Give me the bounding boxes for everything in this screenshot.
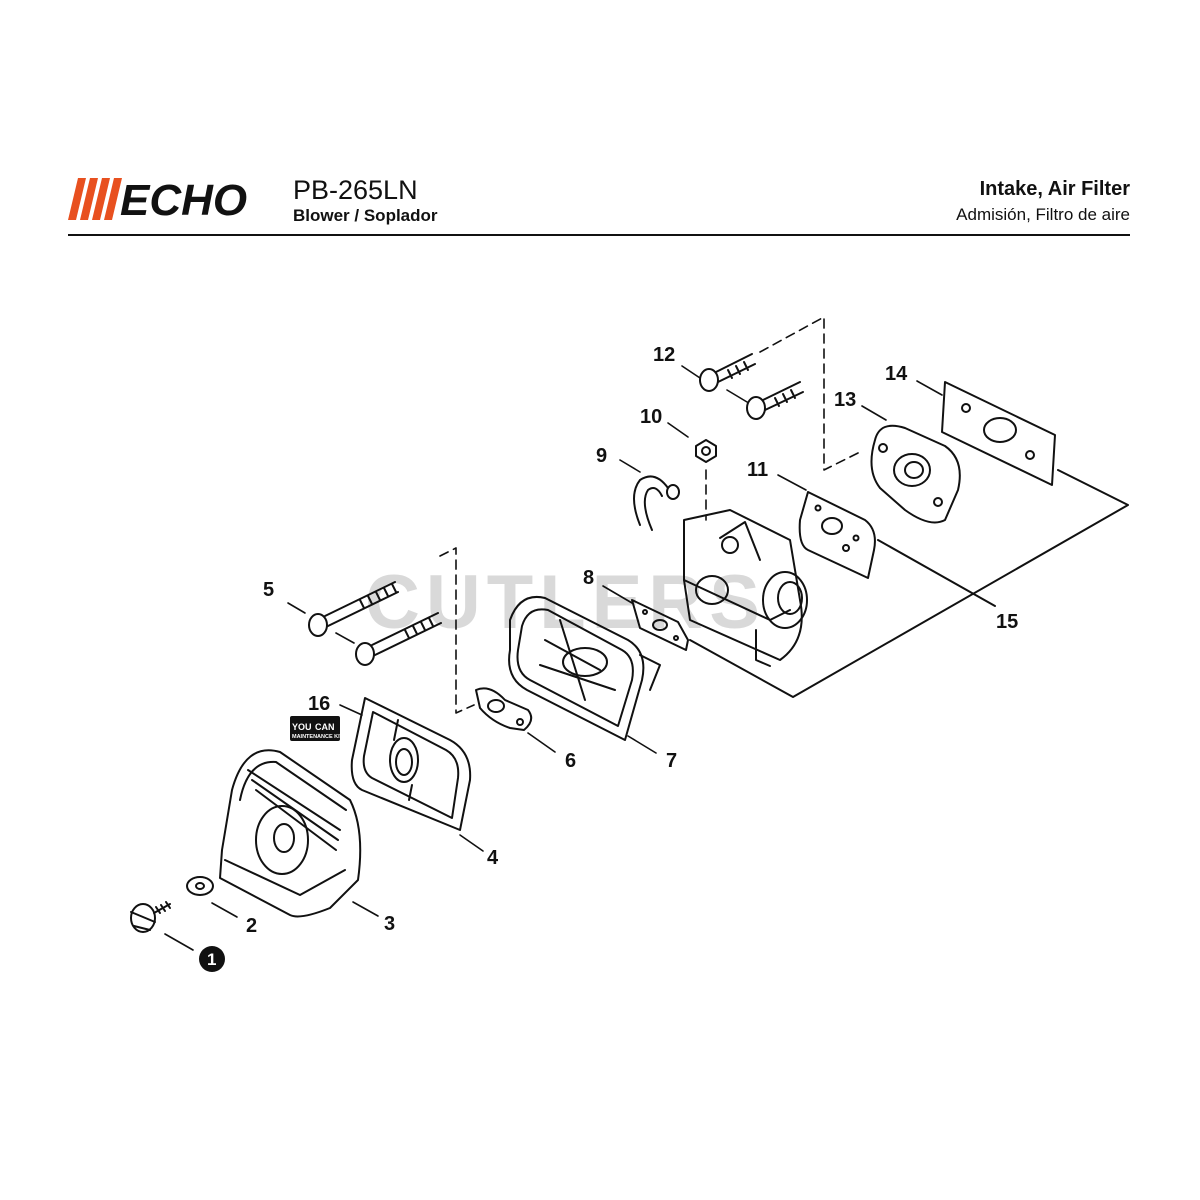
callout-1-circle — [199, 946, 225, 972]
part-12-screws — [699, 353, 804, 420]
callout-16: 16 — [308, 693, 330, 715]
callout-6: 6 — [565, 750, 576, 772]
header-rule — [68, 234, 1130, 236]
kit-badge-can: CAN — [315, 722, 335, 732]
model-number: PB-265LN — [293, 175, 418, 205]
part-8-gasket — [631, 599, 689, 651]
part-2-washer — [186, 876, 214, 896]
brand-wordmark: ECHO — [120, 178, 247, 220]
kit-badge-you: YOU — [292, 722, 312, 732]
brand-stripes — [68, 178, 122, 220]
callout-12: 12 — [653, 344, 675, 366]
page-header: ECHO PB-265LN Blower / Soplador Intake, … — [68, 172, 1130, 236]
callout-5: 5 — [263, 579, 274, 601]
part-9-hose — [633, 475, 680, 531]
part-11-gasket — [798, 491, 876, 579]
product-name: Blower / Soplador — [293, 206, 438, 225]
part-13-insulator — [870, 424, 961, 524]
dashed-alignment-lines — [439, 316, 861, 714]
callout-10: 10 — [640, 406, 662, 428]
kit-badge-label: MAINTENANCE KIT — [292, 734, 344, 740]
callout-4: 4 — [487, 847, 499, 869]
part-10-nut — [695, 439, 717, 463]
callout-11: 11 — [747, 459, 768, 481]
part-6-spacer — [475, 687, 533, 731]
callout-14: 14 — [885, 363, 908, 385]
assembly-outline — [689, 469, 1129, 698]
callout-15: 15 — [996, 611, 1018, 633]
callout-labels: 1 2 3 4 5 6 7 8 9 10 11 12 13 14 15 16 — [199, 344, 1018, 972]
maintenance-kit-badge: YOU CAN MAINTENANCE KIT — [290, 716, 344, 741]
echo-logo: ECHO — [68, 178, 247, 220]
section-title: Intake, Air Filter — [979, 178, 1130, 200]
callout-2: 2 — [246, 915, 257, 937]
callout-3: 3 — [384, 913, 395, 935]
part-5-bolts — [308, 581, 442, 666]
carburetor-body — [683, 509, 808, 667]
callout-1: 1 — [207, 950, 216, 969]
part-3-filter-cover — [219, 749, 362, 918]
part-7-filter-case — [508, 596, 661, 741]
part-14-gasket — [941, 381, 1056, 486]
section-subtitle: Admisión, Filtro de aire — [956, 205, 1130, 224]
callout-7: 7 — [666, 750, 677, 772]
part-1-knob-screw — [130, 901, 171, 933]
callout-13: 13 — [834, 389, 856, 411]
callout-9: 9 — [596, 445, 607, 467]
leader-lines — [164, 365, 943, 951]
part-4-air-filter — [350, 697, 472, 831]
callout-8: 8 — [583, 567, 594, 589]
